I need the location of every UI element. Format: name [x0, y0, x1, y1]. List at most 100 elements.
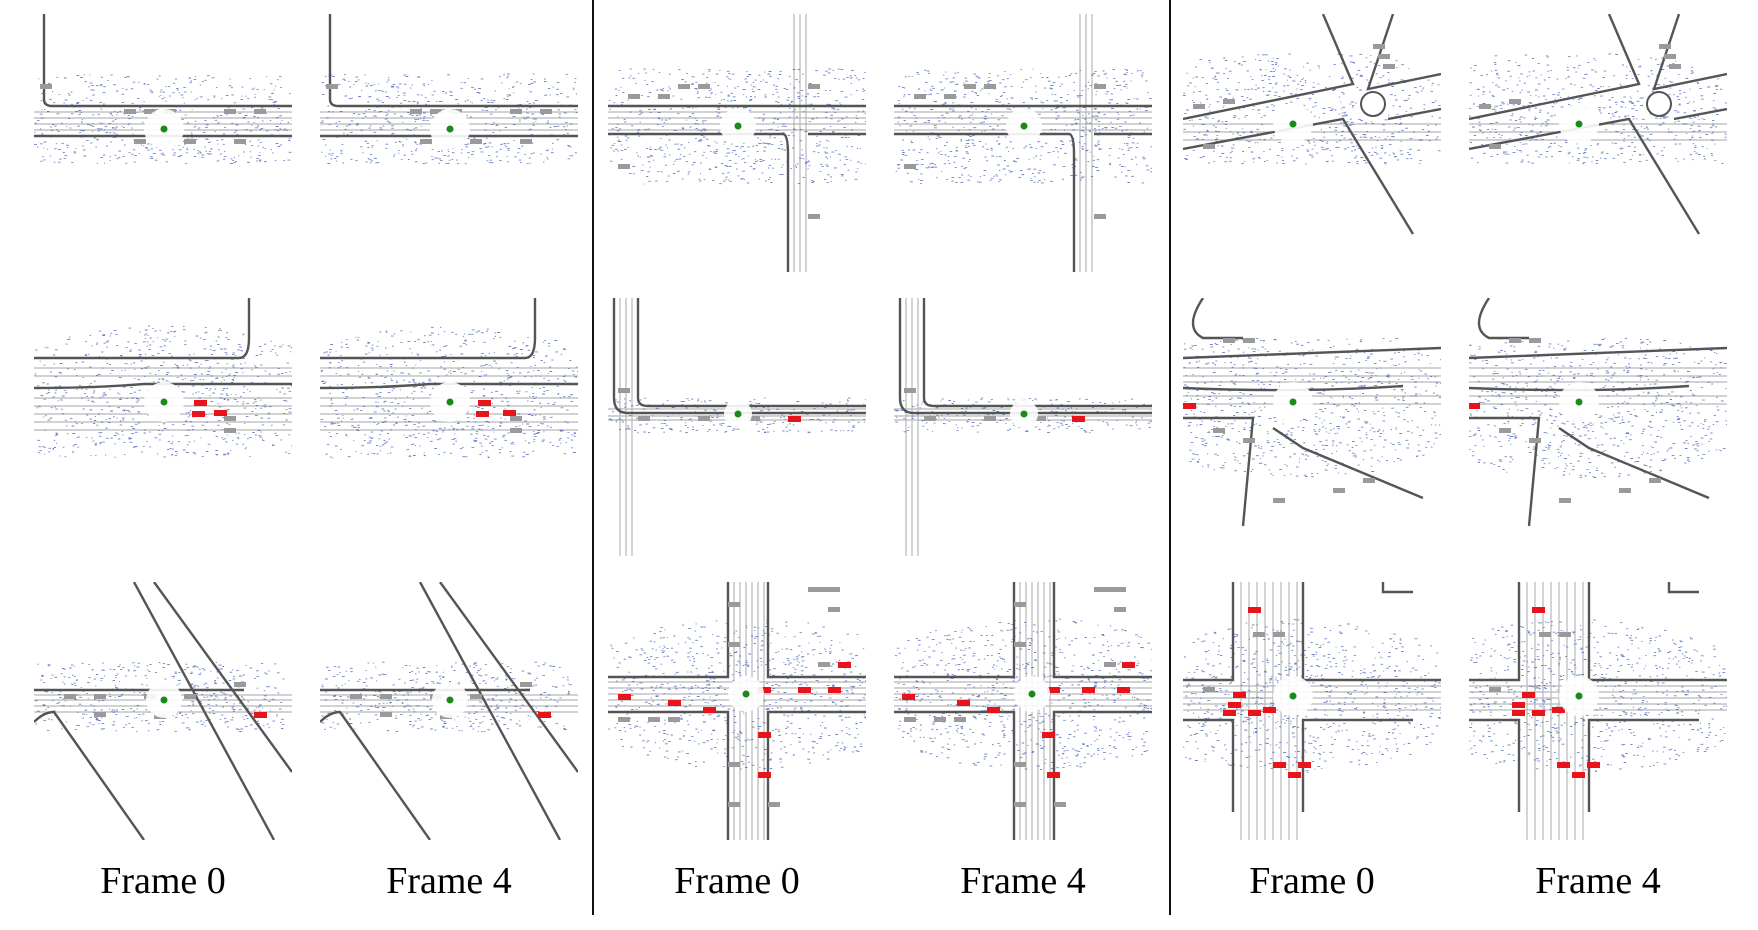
static-object [984, 84, 996, 89]
bev-panel-g3-r1-f0 [1183, 14, 1441, 272]
static-object [254, 109, 266, 114]
static-object [410, 109, 422, 114]
static-object [1114, 607, 1126, 612]
bev-panel-g1-r2-f0 [34, 298, 292, 556]
roundabout [1646, 91, 1672, 117]
static-object [1499, 428, 1511, 433]
road-boundary [1052, 582, 1152, 679]
road-boundary [608, 710, 730, 840]
road-boundary [1301, 582, 1441, 682]
lidar-points [34, 662, 285, 733]
static-object [628, 94, 640, 99]
road-boundary [1183, 582, 1235, 682]
static-object [380, 694, 392, 699]
static-object [818, 587, 830, 592]
static-object [934, 717, 946, 722]
ego-vehicle [446, 398, 454, 406]
static-object [1014, 802, 1026, 807]
ego-vehicle [160, 696, 168, 704]
static-object [904, 164, 916, 169]
static-object [1034, 416, 1046, 421]
dynamic-object [1273, 762, 1286, 768]
static-object [520, 139, 532, 144]
static-object [1054, 802, 1066, 807]
road-boundary [1469, 117, 1701, 235]
road-boundary [132, 582, 276, 840]
bev-panel-g3-r3-f4 [1469, 582, 1727, 840]
static-object [1559, 498, 1571, 503]
static-object [1014, 762, 1026, 767]
static-object [40, 84, 52, 89]
static-object [1664, 54, 1676, 59]
dynamic-object [758, 772, 771, 778]
dynamic-object [1557, 762, 1570, 768]
road-boundary [1183, 346, 1441, 360]
dynamic-object [902, 694, 915, 700]
road-boundary [418, 582, 562, 840]
road-boundary [1667, 582, 1699, 594]
static-object [1659, 44, 1671, 49]
road-boundary [1183, 117, 1415, 235]
road-boundary [34, 710, 145, 840]
road-boundary [1469, 416, 1541, 527]
lidar-points [34, 325, 292, 458]
ego-vehicle [734, 122, 742, 130]
static-object [904, 717, 916, 722]
bev-scene-svg [1183, 582, 1441, 840]
dynamic-object [957, 700, 970, 706]
road-boundary [894, 132, 1076, 272]
static-object [1529, 338, 1541, 343]
static-object [124, 109, 136, 114]
dynamic-object [1298, 762, 1311, 768]
static-object [678, 84, 690, 89]
static-object [1213, 428, 1225, 433]
ego-vehicle [1020, 410, 1028, 418]
static-object [1273, 498, 1285, 503]
road-boundary [922, 298, 1152, 408]
static-object [618, 164, 630, 169]
static-object [510, 109, 522, 114]
static-object [1243, 338, 1255, 343]
ego-vehicle [1575, 692, 1583, 700]
road-boundary [1469, 14, 1641, 121]
road-boundary [1652, 14, 1727, 91]
dynamic-object [1572, 772, 1585, 778]
road-boundary [1673, 107, 1727, 121]
dynamic-object [1522, 692, 1535, 698]
dynamic-object [1042, 732, 1055, 738]
bev-scene-svg [894, 582, 1152, 840]
static-object [420, 139, 432, 144]
static-object [1479, 104, 1491, 109]
bev-panel-g2-r2-f0 [608, 298, 866, 556]
static-object [380, 712, 392, 717]
bev-scene-svg [320, 298, 578, 459]
road-boundary [608, 582, 730, 679]
road-boundary [1469, 718, 1521, 812]
static-object [224, 416, 236, 421]
lidar-points [321, 661, 572, 733]
road-boundary [1183, 718, 1235, 812]
static-object [430, 109, 442, 114]
road-boundary [34, 382, 292, 390]
static-object [1529, 438, 1541, 443]
dynamic-object [758, 732, 771, 738]
static-object [184, 694, 196, 699]
road-boundary [439, 582, 578, 773]
static-object [94, 712, 106, 717]
dynamic-object [478, 400, 491, 406]
dynamic-object [1228, 702, 1241, 708]
ego-vehicle [734, 410, 742, 418]
road-boundary [1381, 582, 1413, 594]
dynamic-object [1082, 687, 1095, 693]
ego-vehicle [1575, 120, 1583, 128]
static-object [350, 694, 362, 699]
road-boundary [894, 710, 1016, 840]
static-object [1378, 54, 1390, 59]
ego-vehicle [1289, 120, 1297, 128]
ego-vehicle [446, 696, 454, 704]
bev-scene-svg [1469, 298, 1727, 527]
road-boundary [320, 298, 537, 360]
static-object [1014, 602, 1026, 607]
dynamic-object [1233, 692, 1246, 698]
static-object [1559, 632, 1571, 637]
